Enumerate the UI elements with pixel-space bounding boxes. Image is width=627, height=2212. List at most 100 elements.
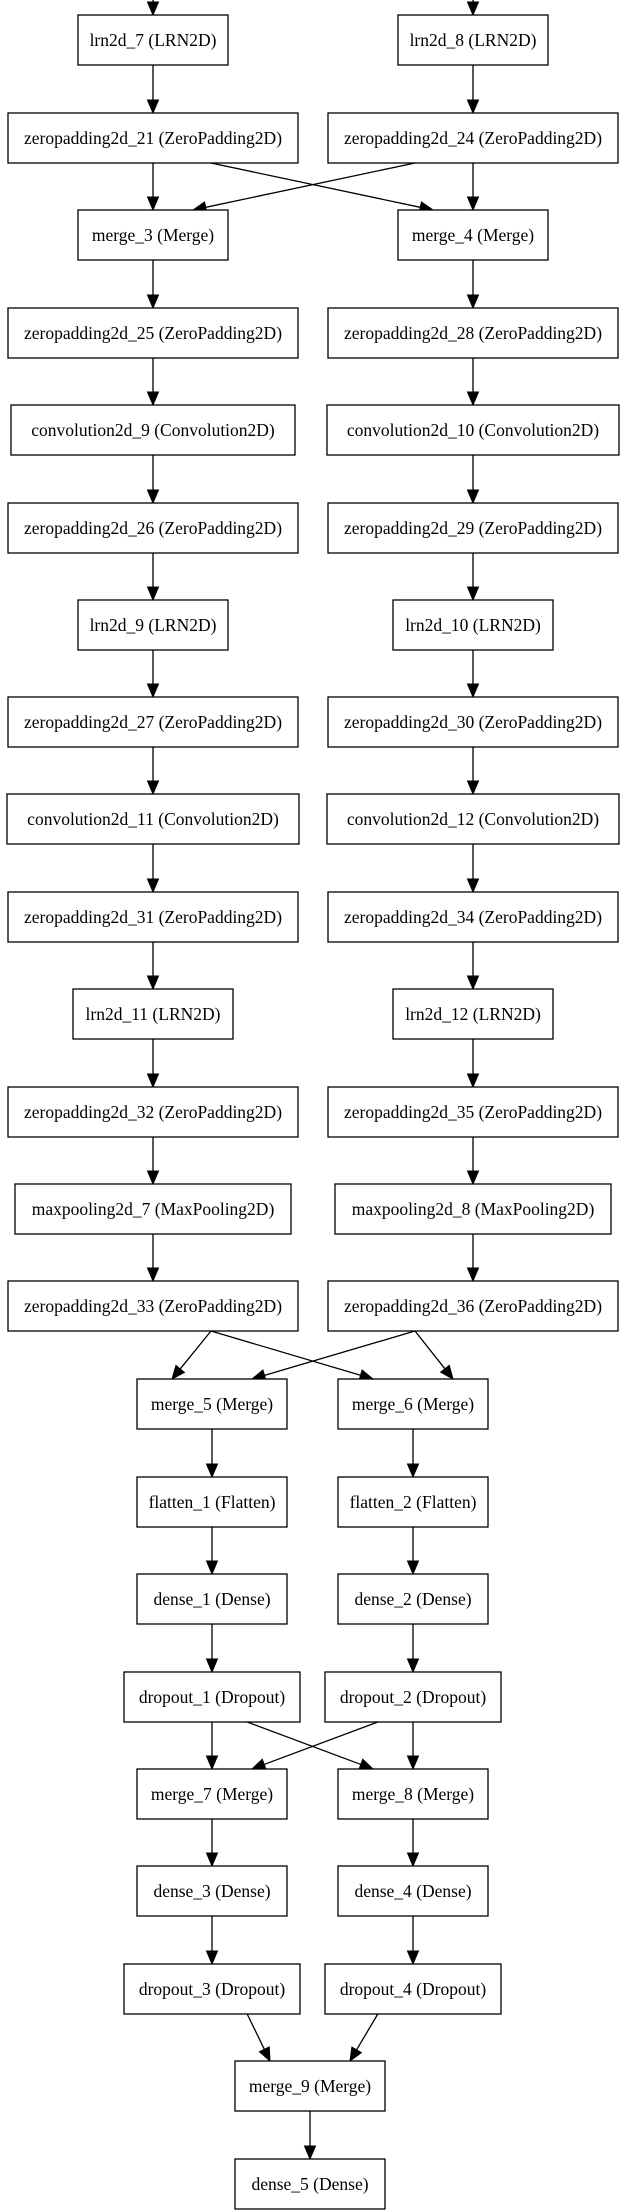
arrowhead <box>439 1364 454 1381</box>
node-dense-2: dense_2 (Dense) <box>337 1573 489 1625</box>
node-box <box>10 404 296 456</box>
node-dropout-2: dropout_2 (Dropout) <box>324 1671 502 1723</box>
edge-flatten-1-to-dense-1 <box>205 1527 219 1576</box>
edge-lrn2d-8-to-zeropadding2d-24 <box>466 65 480 115</box>
node-label: merge_9 (Merge) <box>249 2076 371 2096</box>
node-label: convolution2d_12 (Convolution2D) <box>347 809 599 829</box>
node-box <box>392 988 554 1040</box>
edge-line <box>246 2013 265 2050</box>
edge-zeropadding2d-24-to-merge-4 <box>466 163 480 212</box>
node-label: lrn2d_11 (LRN2D) <box>86 1004 221 1024</box>
arrowhead <box>406 1950 420 1966</box>
node-box <box>7 502 299 554</box>
edge-zeropadding2d-26-to-lrn2d-9 <box>146 553 160 602</box>
node-box <box>337 1768 489 1820</box>
node-merge-3: merge_3 (Merge) <box>77 209 229 261</box>
edge-incoming-lrn2d-7 <box>146 0 160 17</box>
edge-dropout-1-to-merge-8 <box>246 1721 375 1771</box>
edge-zeropadding2d-36-to-merge-5 <box>250 1330 416 1382</box>
node-box <box>136 1573 288 1625</box>
node-lrn2d-10: lrn2d_10 (LRN2D) <box>392 599 554 651</box>
arrowhead <box>146 99 160 115</box>
node-convolution2d-9: convolution2d_9 (Convolution2D) <box>10 404 296 456</box>
arrowhead <box>171 1364 186 1380</box>
edge-dense-1-to-dropout-1 <box>205 1624 219 1674</box>
node-box <box>327 1086 619 1138</box>
node-label: lrn2d_12 (LRN2D) <box>405 1004 541 1024</box>
edge-flatten-2-to-dense-2 <box>406 1527 420 1576</box>
arrowhead <box>406 1658 420 1674</box>
node-label: zeropadding2d_32 (ZeroPadding2D) <box>24 1102 282 1122</box>
arrowhead <box>205 1658 219 1674</box>
edge-line <box>356 2013 379 2051</box>
node-label: lrn2d_10 (LRN2D) <box>405 615 541 635</box>
node-box <box>72 988 234 1040</box>
node-maxpooling2d-7: maxpooling2d_7 (MaxPooling2D) <box>14 1183 292 1235</box>
edge-zeropadding2d-21-to-merge-3 <box>146 163 160 212</box>
edge-line <box>246 1721 362 1766</box>
node-label: merge_8 (Merge) <box>352 1784 474 1804</box>
arrowhead <box>146 196 160 212</box>
edge-dropout-2-to-merge-8 <box>406 1722 420 1771</box>
node-zeropadding2d-32: zeropadding2d_32 (ZeroPadding2D) <box>7 1086 299 1138</box>
node-label: merge_7 (Merge) <box>151 1784 273 1804</box>
node-label: flatten_1 (Flatten) <box>149 1492 276 1512</box>
node-box <box>324 1963 502 2015</box>
node-zeropadding2d-30: zeropadding2d_30 (ZeroPadding2D) <box>327 696 619 748</box>
node-zeropadding2d-34: zeropadding2d_34 (ZeroPadding2D) <box>327 891 619 943</box>
edge-zeropadding2d-36-to-merge-6 <box>414 1330 454 1381</box>
edge-line <box>263 1721 379 1766</box>
node-box <box>136 1476 288 1528</box>
node-box <box>234 2158 386 2210</box>
node-label: flatten_2 (Flatten) <box>350 1492 477 1512</box>
node-box <box>136 1768 288 1820</box>
arrowhead <box>466 975 480 991</box>
edge-dense-4-to-dropout-4 <box>406 1916 420 1966</box>
node-label: zeropadding2d_34 (ZeroPadding2D) <box>344 907 602 927</box>
node-box <box>337 1865 489 1917</box>
arrowhead <box>146 683 160 699</box>
edge-dropout-4-to-merge-9 <box>349 2013 379 2063</box>
node-merge-6: merge_6 (Merge) <box>337 1378 489 1430</box>
node-zeropadding2d-21: zeropadding2d_21 (ZeroPadding2D) <box>7 112 299 164</box>
node-merge-5: merge_5 (Merge) <box>136 1378 288 1430</box>
node-label: maxpooling2d_7 (MaxPooling2D) <box>32 1199 275 1219</box>
arrowhead <box>406 1463 420 1479</box>
node-merge-7: merge_7 (Merge) <box>136 1768 288 1820</box>
node-box <box>136 1378 288 1430</box>
arrowhead <box>349 2046 363 2063</box>
node-box <box>14 1183 292 1235</box>
node-label: dropout_1 (Dropout) <box>139 1687 285 1707</box>
node-box <box>77 209 229 261</box>
node-label: maxpooling2d_8 (MaxPooling2D) <box>352 1199 595 1219</box>
arrowhead <box>205 1560 219 1576</box>
node-zeropadding2d-35: zeropadding2d_35 (ZeroPadding2D) <box>327 1086 619 1138</box>
node-label: zeropadding2d_31 (ZeroPadding2D) <box>24 907 282 927</box>
node-zeropadding2d-36: zeropadding2d_36 (ZeroPadding2D) <box>327 1280 619 1332</box>
arrowhead <box>146 975 160 991</box>
edge-line <box>205 162 416 208</box>
arrowhead <box>466 489 480 505</box>
edge-zeropadding2d-21-to-merge-4 <box>210 162 435 214</box>
edge-maxpooling2d-7-to-zeropadding2d-33 <box>146 1234 160 1283</box>
arrowhead <box>205 1950 219 1966</box>
arrowhead <box>358 1758 375 1771</box>
node-merge-4: merge_4 (Merge) <box>397 209 549 261</box>
arrowhead <box>250 1758 267 1771</box>
node-box <box>7 891 299 943</box>
node-label: merge_4 (Merge) <box>412 225 534 245</box>
edge-merge-6-to-flatten-2 <box>406 1429 420 1479</box>
node-dropout-3: dropout_3 (Dropout) <box>123 1963 301 2015</box>
edge-line <box>264 1330 416 1376</box>
arrowhead <box>406 1852 420 1868</box>
edge-convolution2d-12-to-zeropadding2d-34 <box>466 844 480 894</box>
node-zeropadding2d-24: zeropadding2d_24 (ZeroPadding2D) <box>327 112 619 164</box>
node-box <box>326 793 620 845</box>
edge-zeropadding2d-29-to-lrn2d-10 <box>466 553 480 602</box>
arrowhead <box>146 1170 160 1186</box>
node-box <box>392 599 554 651</box>
node-box <box>327 891 619 943</box>
node-label: merge_6 (Merge) <box>352 1394 474 1414</box>
node-box <box>136 1865 288 1917</box>
